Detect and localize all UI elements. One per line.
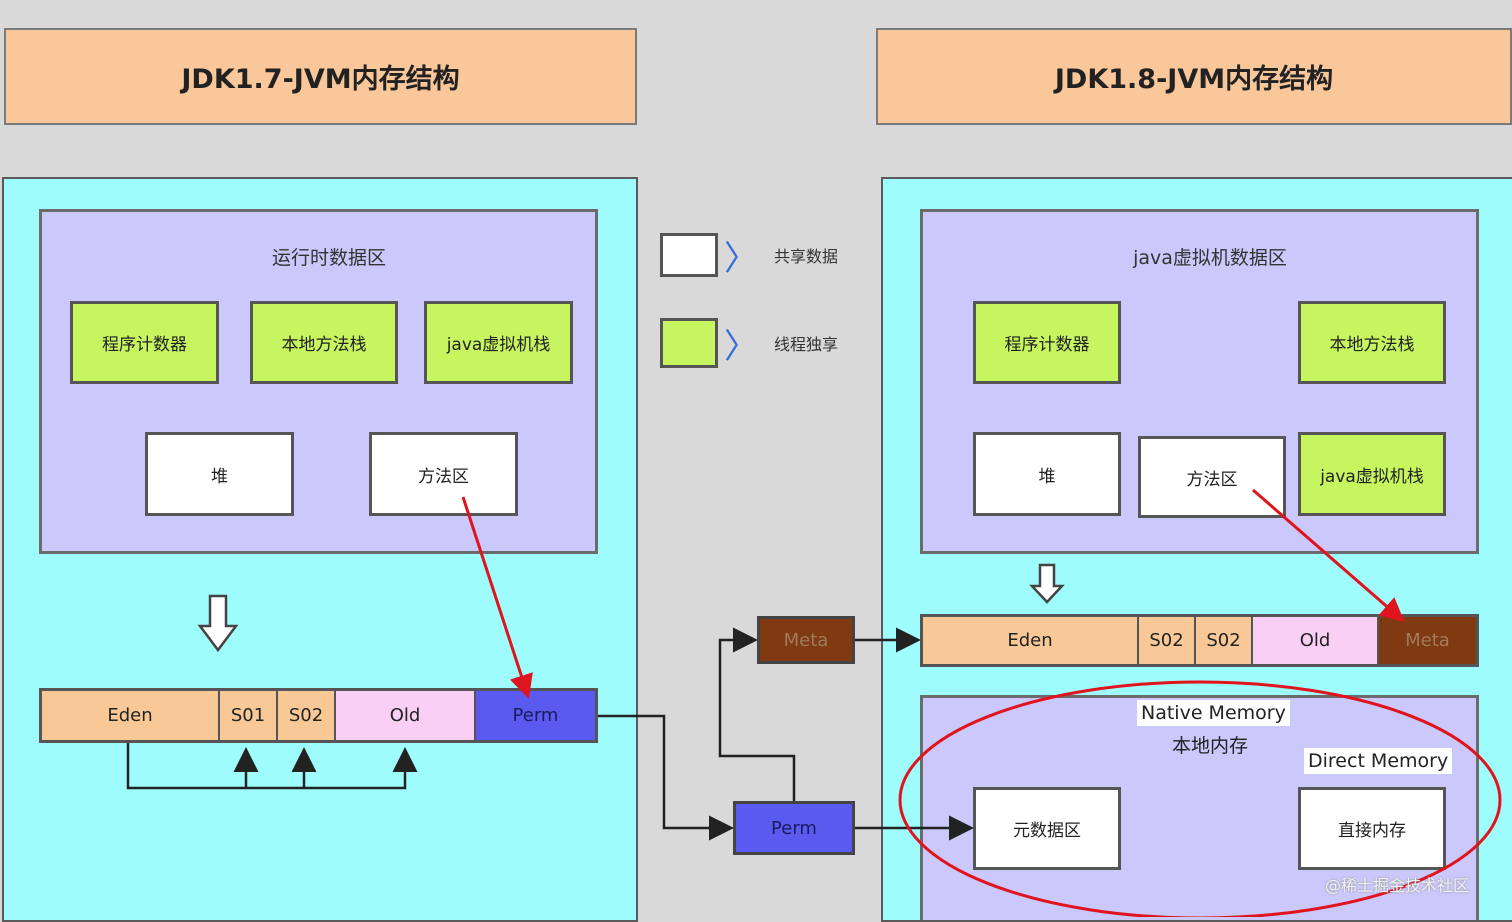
right-heap: 堆 bbox=[973, 432, 1121, 516]
legend-thread-chevron-icon: 〉 bbox=[724, 326, 758, 367]
right-seg-s02-a: S02 bbox=[1139, 617, 1196, 664]
native-memory-en-label: Native Memory bbox=[1137, 700, 1290, 726]
left-jvm-stack: java虚拟机栈 bbox=[424, 301, 573, 384]
left-title-text: JDK1.7-JVM内存结构 bbox=[181, 64, 460, 95]
native-memory-cn-label: 本地内存 bbox=[1171, 734, 1248, 757]
perm-to-middle-perm-arrow bbox=[598, 714, 734, 841]
right-title-text: JDK1.8-JVM内存结构 bbox=[1054, 64, 1334, 95]
left-down-arrow-icon bbox=[197, 594, 239, 653]
direct-memory-box: 直接内存 bbox=[1298, 787, 1446, 870]
right-heap-bar: Eden S02 S02 Old Meta bbox=[920, 614, 1479, 667]
left-program-counter: 程序计数器 bbox=[70, 301, 219, 384]
right-seg-old: Old bbox=[1253, 617, 1379, 664]
right-title: JDK1.8-JVM内存结构 bbox=[876, 28, 1512, 125]
left-seg-old: Old bbox=[336, 691, 476, 740]
right-program-counter: 程序计数器 bbox=[973, 301, 1121, 384]
legend-shared-swatch bbox=[660, 233, 718, 277]
right-area-label: java虚拟机数据区 bbox=[1133, 246, 1287, 269]
left-seg-s01: S01 bbox=[220, 691, 278, 740]
watermark-text: @稀土掘金技术社区 bbox=[1325, 876, 1470, 895]
left-title: JDK1.7-JVM内存结构 bbox=[4, 28, 637, 125]
left-native-stack: 本地方法栈 bbox=[250, 301, 398, 384]
right-method-area-to-meta-red-arrow bbox=[1252, 488, 1405, 622]
left-heap: 堆 bbox=[145, 432, 294, 516]
right-method-area: 方法区 bbox=[1138, 436, 1286, 518]
right-down-arrow-icon bbox=[1029, 563, 1065, 604]
right-seg-meta: Meta bbox=[1379, 617, 1476, 664]
legend-shared-chevron-icon: 〉 bbox=[724, 238, 758, 279]
middle-meta-box: Meta bbox=[757, 616, 855, 664]
left-heap-bar: Eden S01 S02 Old Perm bbox=[39, 688, 598, 743]
left-area-label: 运行时数据区 bbox=[271, 246, 386, 269]
left-gc-bracket bbox=[126, 743, 418, 790]
middle-perm-box: Perm bbox=[733, 801, 855, 855]
legend-thread-swatch bbox=[660, 318, 718, 368]
left-method-area-to-perm-red-arrow bbox=[461, 496, 533, 699]
legend-thread-label: 线程独享 bbox=[773, 335, 838, 354]
right-jvm-stack: java虚拟机栈 bbox=[1298, 432, 1446, 516]
left-method-area: 方法区 bbox=[369, 432, 518, 516]
left-seg-eden: Eden bbox=[42, 691, 220, 740]
middle-perm-to-meta-arrow bbox=[718, 627, 796, 801]
right-native-stack: 本地方法栈 bbox=[1298, 301, 1446, 384]
direct-memory-en-label: Direct Memory bbox=[1304, 748, 1453, 774]
legend-shared-label: 共享数据 bbox=[773, 247, 838, 266]
native-memory-highlight-ellipse bbox=[898, 680, 1502, 917]
left-seg-s02: S02 bbox=[278, 691, 336, 740]
left-seg-perm: Perm bbox=[476, 691, 595, 740]
right-seg-eden: Eden bbox=[923, 617, 1139, 664]
metadata-area-box: 元数据区 bbox=[973, 787, 1121, 870]
right-seg-s02-b: S02 bbox=[1196, 617, 1253, 664]
